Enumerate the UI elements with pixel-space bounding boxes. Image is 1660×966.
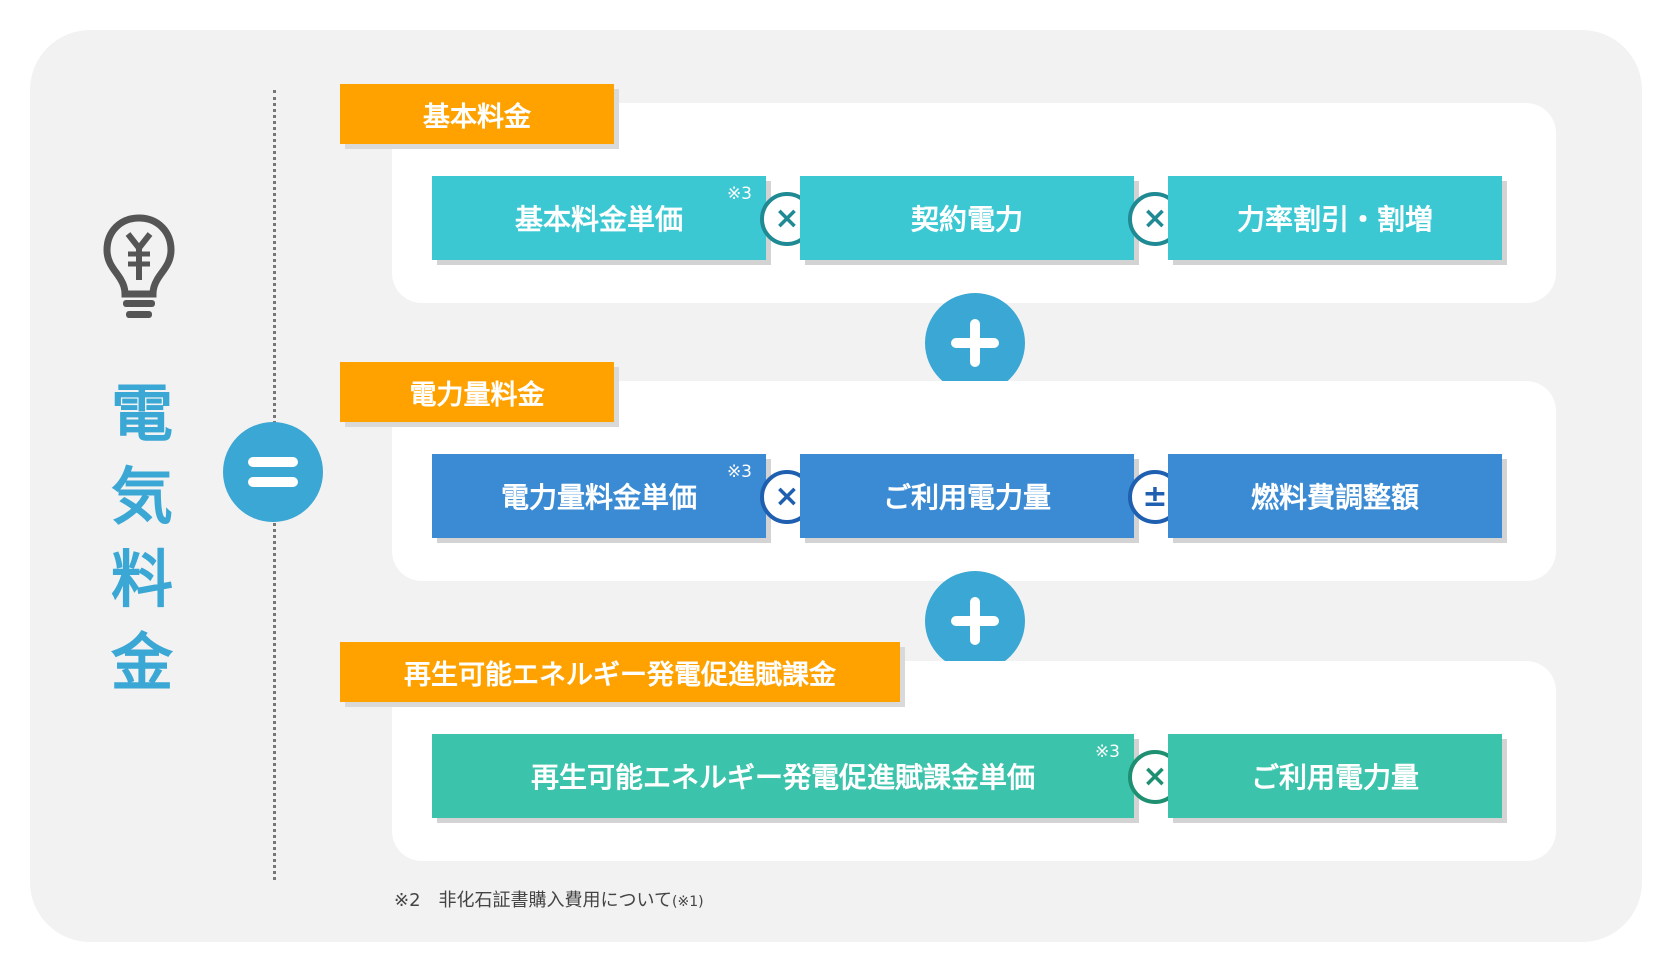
energy-fee-tag: 電力量料金 — [340, 362, 614, 422]
title-char: 気 — [110, 460, 173, 533]
equals-icon — [223, 422, 323, 522]
footnote-ref: (※1) — [672, 894, 704, 910]
box-label: ご利用電力量 — [1250, 761, 1419, 794]
power-usage-box: ご利用電力量 — [1168, 734, 1502, 818]
box-label: 再生可能エネルギー発電促進賦課金単価 — [530, 761, 1035, 794]
title-char: 料 — [110, 543, 173, 616]
fuel-cost-adjustment-box: 燃料費調整額 — [1168, 454, 1502, 538]
power-usage-box: ご利用電力量 — [800, 454, 1134, 538]
basic-fee-tag: 基本料金 — [340, 84, 614, 144]
contract-power-box: 契約電力 — [800, 176, 1134, 260]
note-marker: ※3 — [726, 184, 752, 204]
yen-light-bulb-icon — [103, 214, 175, 318]
title-char: 電 — [110, 377, 173, 450]
renewable-levy-tag: 再生可能エネルギー発電促進賦課金 — [340, 642, 900, 702]
renewable-levy-unit-price-box: 再生可能エネルギー発電促進賦課金単価 ※3 — [432, 734, 1134, 818]
energy-unit-price-box: 電力量料金単価 ※3 — [432, 454, 766, 538]
box-label: 契約電力 — [910, 203, 1023, 236]
box-label: 力率割引・割増 — [1236, 203, 1433, 236]
note-marker: ※3 — [726, 462, 752, 482]
footnote-link[interactable]: ※2 非化石証書購入費用について(※1) — [394, 886, 704, 912]
basic-fee-unit-price-box: 基本料金単価 ※3 — [432, 176, 766, 260]
plus-icon — [925, 293, 1025, 393]
footnote-text: ※2 非化石証書購入費用について — [394, 890, 672, 911]
plus-icon — [925, 571, 1025, 671]
box-label: 電力量料金単価 — [500, 481, 697, 514]
note-marker: ※3 — [1094, 742, 1120, 762]
power-factor-discount-box: 力率割引・割増 — [1168, 176, 1502, 260]
page-title: 電 気 料 金 — [100, 372, 184, 704]
box-label: 燃料費調整額 — [1250, 481, 1419, 514]
box-label: ご利用電力量 — [882, 481, 1051, 514]
title-char: 金 — [110, 626, 173, 699]
box-label: 基本料金単価 — [514, 203, 683, 236]
